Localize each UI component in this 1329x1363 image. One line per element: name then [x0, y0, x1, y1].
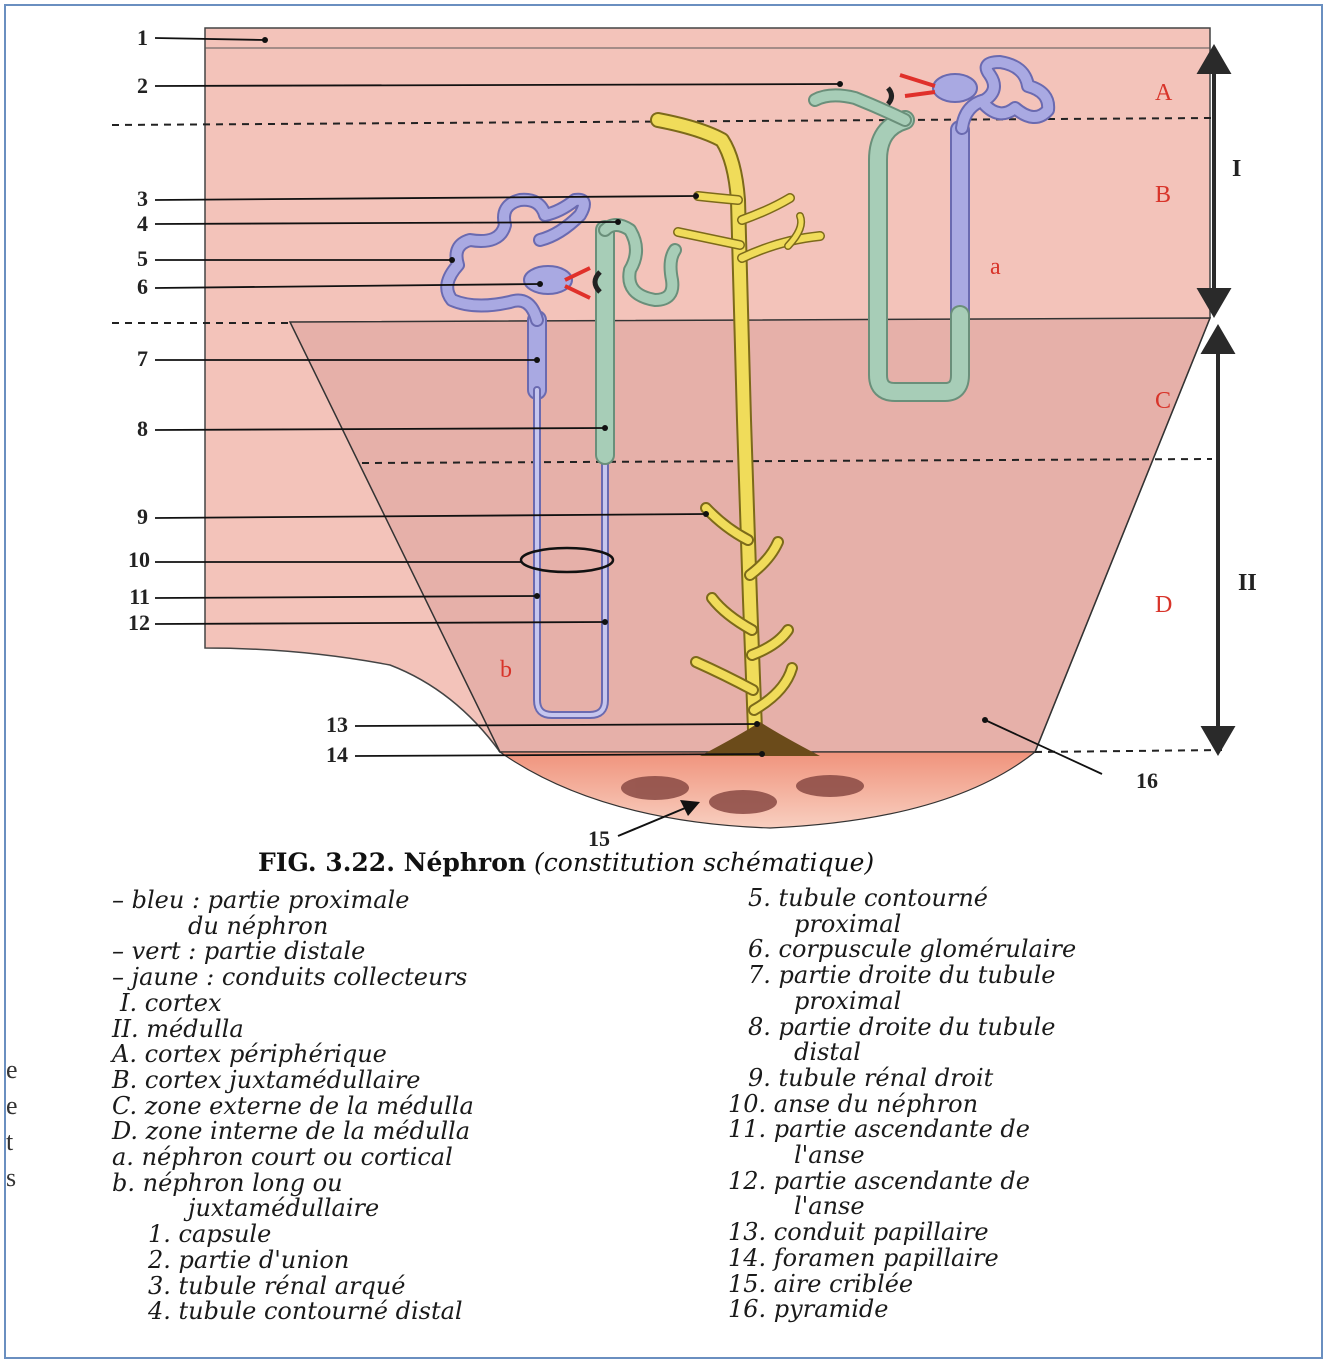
legend-item: 3. tubule rénal arqué — [112, 1274, 474, 1300]
glomerulus-a — [933, 74, 977, 102]
legend-item: proximal — [728, 912, 1076, 938]
legend-item: 8. partie droite du tubule — [728, 1015, 1076, 1041]
legend-item: 10. anse du néphron — [728, 1092, 1076, 1118]
legend-item: a. néphron court ou cortical — [112, 1145, 474, 1171]
legend-left: – bleu : partie proximale du néphron – v… — [112, 888, 474, 1325]
legend-item: A. cortex périphérique — [112, 1042, 474, 1068]
zone-label-C: C — [1155, 388, 1171, 414]
label-14: 14 — [326, 742, 348, 767]
legend-item: 6. corpuscule glomérulaire — [728, 937, 1076, 963]
papilla-region — [500, 752, 1035, 828]
legend-item: 5. tubule contourné — [728, 886, 1076, 912]
legend-item: 15. aire criblée — [728, 1272, 1076, 1298]
nephron-label-a: a — [990, 254, 1001, 280]
legend-item: 12. partie ascendante de — [728, 1169, 1076, 1195]
label-8: 8 — [137, 416, 148, 441]
label-3: 3 — [137, 186, 148, 211]
label-12: 12 — [128, 610, 150, 635]
label-11: 11 — [129, 584, 150, 609]
label-9: 9 — [137, 504, 148, 529]
legend-item: – jaune : conduits collecteurs — [112, 965, 474, 991]
legend-item: juxtamédullaire — [112, 1196, 474, 1222]
medulla-range-arrow — [1204, 328, 1232, 752]
legend-item: – vert : partie distale — [112, 939, 474, 965]
page-margin-fragments: e e t s — [6, 1052, 18, 1196]
figure-title: FIG. 3.22. Néphron — [258, 848, 526, 877]
legend-item: II. médulla — [112, 1017, 474, 1043]
legend-item: du néphron — [112, 914, 474, 940]
zone-label-D: D — [1155, 592, 1172, 618]
legend-item: 13. conduit papillaire — [728, 1220, 1076, 1246]
label-1: 1 — [137, 25, 148, 50]
nephron-label-b: b — [500, 657, 512, 683]
legend-item: l'anse — [728, 1194, 1076, 1220]
label-2: 2 — [137, 73, 148, 98]
legend-item: C. zone externe de la médulla — [112, 1094, 474, 1120]
legend-item: 11. partie ascendante de — [728, 1117, 1076, 1143]
legend-item: 14. foramen papillaire — [728, 1246, 1076, 1272]
label-13: 13 — [326, 712, 348, 737]
legend-item: B. cortex juxtamédullaire — [112, 1068, 474, 1094]
roman-label-I: I — [1232, 156, 1241, 182]
zone-label-A: A — [1155, 80, 1173, 106]
legend-item: proximal — [728, 989, 1076, 1015]
legend-item: 1. capsule — [112, 1222, 474, 1248]
roman-label-II: II — [1238, 570, 1257, 596]
legend-item: l'anse — [728, 1143, 1076, 1169]
margin-char: t — [6, 1124, 18, 1160]
legend-item: 7. partie droite du tubule — [728, 963, 1076, 989]
zone-label-B: B — [1155, 182, 1171, 208]
legend-item: 2. partie d'union — [112, 1248, 474, 1274]
figure-caption: FIG. 3.22. Néphron (constitution schémati… — [258, 848, 874, 877]
margin-char: s — [6, 1160, 18, 1196]
legend-right: 5. tubule contourné proximal 6. corpuscu… — [728, 886, 1076, 1323]
label-7: 7 — [137, 346, 148, 371]
legend-item: 9. tubule rénal droit — [728, 1066, 1076, 1092]
legend-item: I. cortex — [112, 991, 474, 1017]
label-5: 5 — [137, 246, 148, 271]
nephron-diagram: 1 2 3 4 5 6 7 8 9 10 11 12 13 14 15 16 A… — [0, 0, 1329, 850]
legend-item: b. néphron long ou — [112, 1171, 474, 1197]
label-10: 10 — [128, 547, 150, 572]
label-4: 4 — [137, 211, 148, 236]
legend-item: 16. pyramide — [728, 1297, 1076, 1323]
label-16: 16 — [1136, 768, 1158, 793]
margin-char: e — [6, 1088, 18, 1124]
legend-item: – bleu : partie proximale — [112, 888, 474, 914]
label-15: 15 — [588, 826, 610, 850]
margin-char: e — [6, 1052, 18, 1088]
label-6: 6 — [137, 274, 148, 299]
legend-item: distal — [728, 1040, 1076, 1066]
legend-item: D. zone interne de la médulla — [112, 1119, 474, 1145]
glomerulus-b — [524, 266, 572, 294]
legend-item: 4. tubule contourné distal — [112, 1299, 474, 1325]
figure-subtitle: (constitution schématique) — [534, 848, 874, 877]
